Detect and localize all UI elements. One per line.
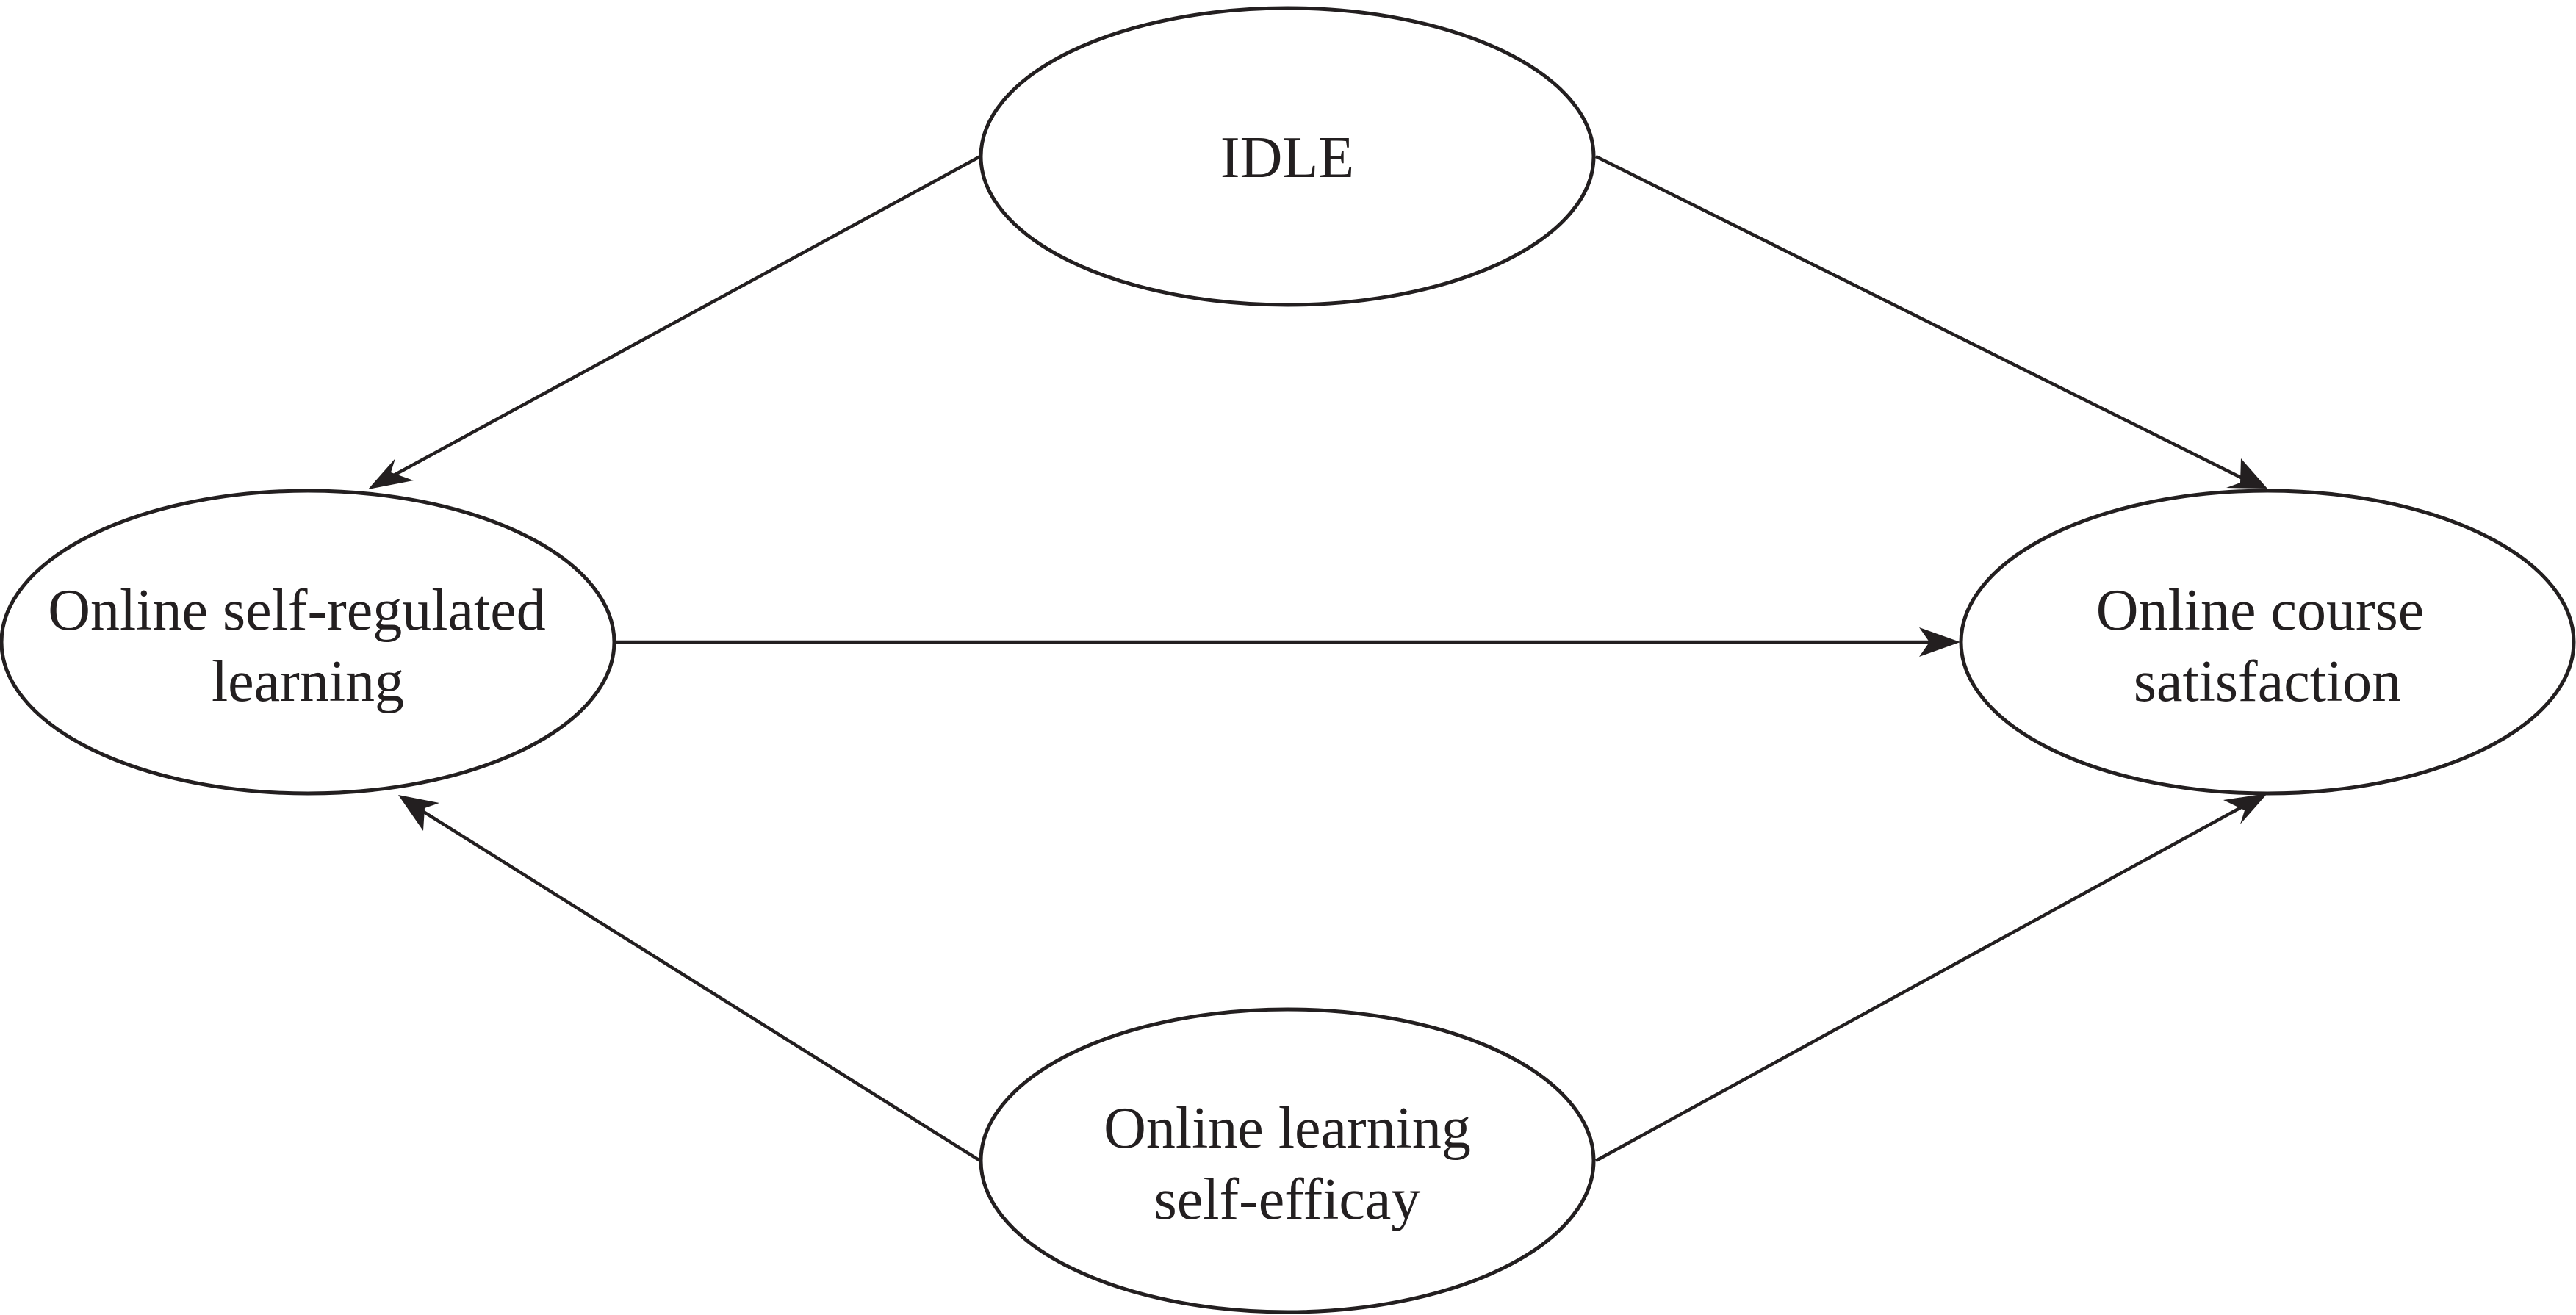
node-idle-ellipse: [979, 6, 1596, 307]
node-self-regulated: Online self-regulated learning: [0, 489, 616, 796]
edge-idle-to-self-regulated: [391, 155, 982, 478]
node-self-efficacy-label-line2: self-efficay: [1154, 1167, 1421, 1232]
edge-idle-to-satisfaction: [1594, 154, 2244, 480]
node-idle: IDLE: [979, 6, 1596, 307]
arrowhead-self-regulated-to-satisfaction: [1919, 627, 1960, 657]
node-self-efficacy-label-line1: Online learning: [1104, 1096, 1471, 1161]
node-self-regulated-label-line1: Online self-regulated: [48, 578, 546, 643]
edges: [368, 154, 2267, 1162]
edge-self-efficacy-to-satisfaction: [1594, 805, 2244, 1162]
node-satisfaction: Online course satisfaction: [1959, 489, 2576, 796]
edge-self-efficacy-to-self-regulated: [421, 810, 982, 1162]
arrowhead-idle-to-satisfaction: [2226, 458, 2267, 489]
arrowhead-self-efficacy-to-satisfaction: [2223, 793, 2267, 824]
node-satisfaction-label-line2: satisfaction: [2134, 649, 2401, 714]
node-satisfaction-label-line1: Online course: [2096, 578, 2425, 643]
arrowhead-idle-to-self-regulated: [368, 458, 414, 489]
node-self-regulated-label-line2: learning: [212, 649, 404, 714]
node-self-efficacy: Online learning self-efficay: [979, 1007, 1596, 1314]
node-self-regulated-ellipse: [0, 489, 616, 796]
node-self-efficacy-ellipse: [979, 1007, 1596, 1314]
node-satisfaction-ellipse: [1959, 489, 2576, 796]
node-idle-label: IDLE: [1220, 126, 1354, 190]
arrowhead-self-efficacy-to-self-regulated: [398, 795, 439, 831]
